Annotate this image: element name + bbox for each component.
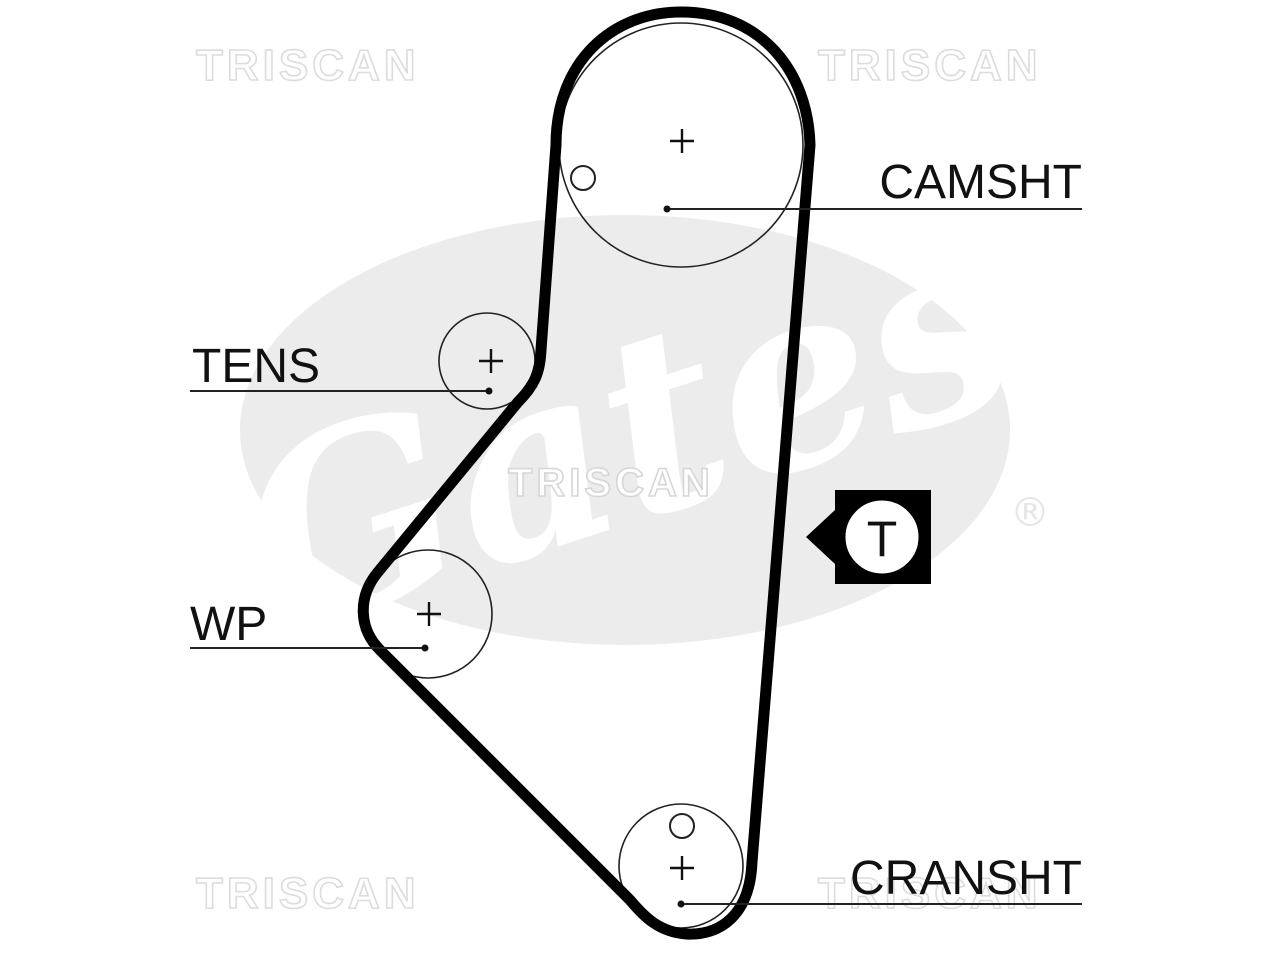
watermark-center: TRISCAN [508,461,714,505]
leader-dots [421,205,685,908]
water-pump-label: WP [190,598,267,651]
tension-badge-letter: T [867,511,898,567]
watermark-top-left: TRISCAN [196,41,420,90]
registered-mark: ® [1010,490,1050,536]
leader-lines [190,208,1082,905]
tension-badge-circle [842,497,922,577]
gates-logo: Gates ® [204,170,1050,694]
center-markers [417,129,694,880]
watermark-bottom-right: TRISCAN [818,869,1042,918]
timing-belt [357,6,816,940]
watermark-top-right: TRISCAN [818,41,1042,90]
tension-badge: T [806,490,931,584]
tensioner-label: TENS [192,340,320,393]
watermark-bottom-left: TRISCAN [196,869,420,918]
camshaft-timing-mark [570,165,596,191]
camshaft-label: CAMSHT [879,156,1082,209]
crankshaft-timing-mark [669,813,695,839]
crankshaft-label: CRANSHT [850,852,1082,905]
